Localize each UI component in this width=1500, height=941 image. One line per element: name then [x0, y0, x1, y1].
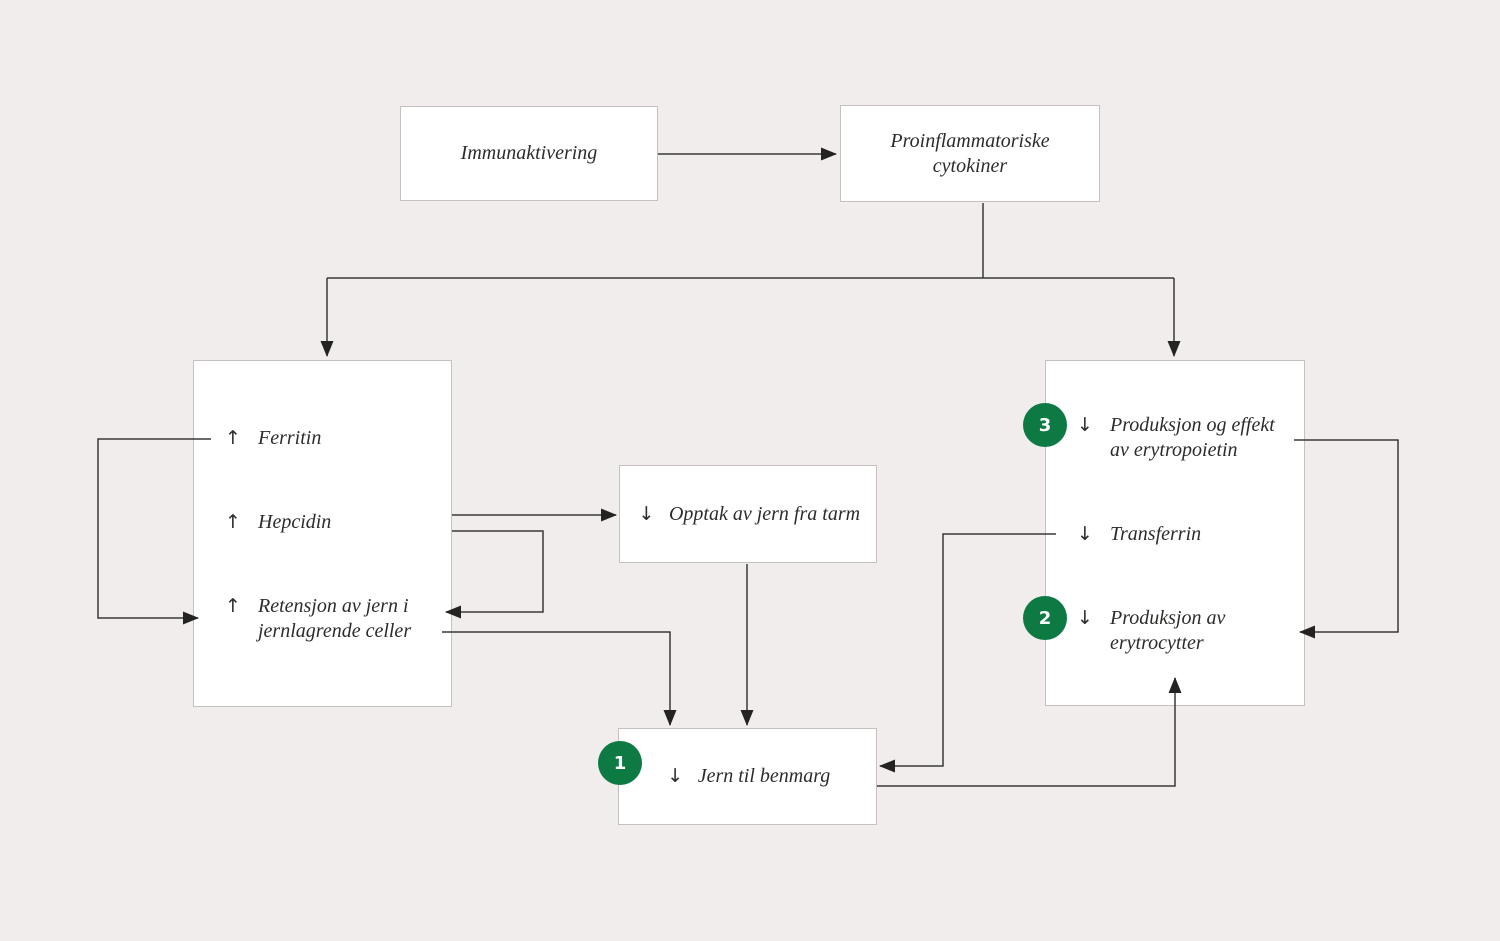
connector-retensjon-to-benmarg — [442, 631, 677, 726]
benmarg-label: Jern til benmarg — [697, 765, 831, 787]
item-hepcidin: ↑ Hepcidin — [225, 510, 443, 535]
retensjon-label: Retensjon av jern i jernlagrende celler — [258, 595, 412, 642]
node-right-effects: ↓ Produksjon og effekt av erytropoietin … — [1045, 360, 1305, 706]
badge-2: 2 — [1023, 596, 1067, 640]
down-arrow-icon: ↓ — [667, 765, 684, 787]
node-opptak-jern-tarm: ↓ Opptak av jern fra tarm — [619, 465, 877, 563]
node-proinflammatoriske-cytokiner: Proinflammatoriske cytokiner — [840, 105, 1100, 202]
up-arrow-icon: ↑ — [225, 511, 241, 533]
up-arrow-icon: ↑ — [225, 427, 241, 449]
item-ferritin: ↑ Ferritin — [225, 426, 443, 451]
down-arrow-icon: ↓ — [1077, 607, 1093, 629]
down-arrow-icon: ↓ — [638, 502, 655, 525]
badge-3-number: 3 — [1038, 414, 1052, 436]
connector-hepcidin-to-retensjon — [445, 530, 544, 619]
ferritin-label: Ferritin — [258, 427, 322, 449]
node-left-effects: ↑ Ferritin ↑ Hepcidin ↑ Retensjon av jer… — [193, 360, 452, 707]
immunaktivering-label: Immunaktivering — [460, 142, 598, 164]
hepcidin-label: Hepcidin — [258, 511, 332, 533]
badge-2-number: 2 — [1038, 607, 1052, 629]
node-jern-til-benmarg: ↓ Jern til benmarg — [618, 728, 877, 825]
opptak-label: Opptak av jern fra tarm — [668, 502, 861, 525]
badge-1-number: 1 — [613, 752, 627, 774]
item-opptak: ↓ Opptak av jern fra tarm — [636, 502, 860, 527]
item-transferrin: ↓ Transferrin — [1077, 522, 1296, 547]
erytropoietin-label: Produksjon og effekt av erytropoietin — [1110, 414, 1275, 461]
badge-1: 1 — [598, 741, 642, 785]
down-arrow-icon: ↓ — [1077, 414, 1093, 436]
node-immunaktivering: Immunaktivering — [400, 106, 658, 201]
erytrocytter-label: Produksjon av erytrocytter — [1110, 607, 1226, 654]
up-arrow-icon: ↑ — [225, 595, 241, 617]
item-erytropoietin: ↓ Produksjon og effekt av erytropoietin — [1077, 413, 1296, 463]
down-arrow-icon: ↓ — [1077, 523, 1093, 545]
badge-3: 3 — [1023, 403, 1067, 447]
connector-erytropoietin-to-erytrocytter-loop — [1294, 439, 1399, 639]
item-retensjon: ↑ Retensjon av jern i jernlagrende celle… — [225, 594, 443, 644]
transferrin-label: Transferrin — [1110, 523, 1202, 545]
item-benmarg: ↓ Jern til benmarg — [665, 764, 831, 789]
connector-transferrin-to-benmarg — [879, 533, 1056, 773]
cytokiner-label: Proinflammatoriske cytokiner — [890, 129, 1050, 177]
item-erytrocytter: ↓ Produksjon av erytrocytter — [1077, 606, 1296, 656]
